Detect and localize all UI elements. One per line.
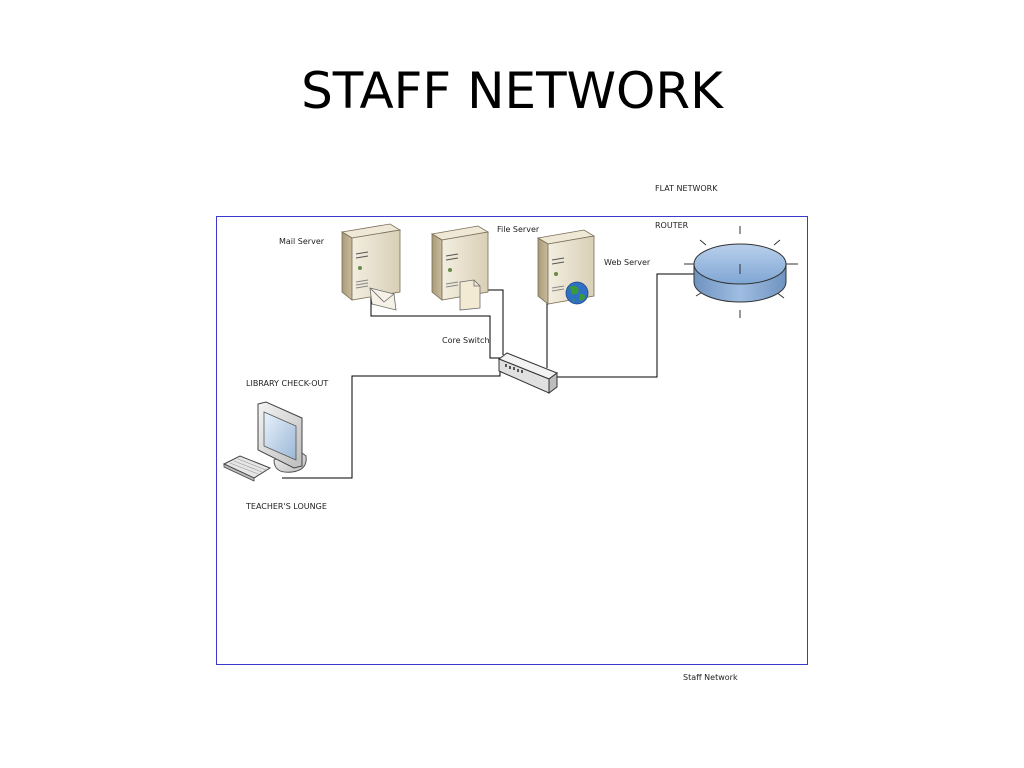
core-switch-label: Core Switch (442, 336, 490, 345)
slide-title: STAFF NETWORK (301, 62, 723, 120)
mail-server-icon (340, 223, 402, 311)
mail-server-label: Mail Server (279, 237, 325, 246)
staff-network-label: Staff Network (683, 673, 738, 682)
library-checkout-label: LIBRARY CHECK-OUT (246, 379, 328, 388)
file-server-icon (430, 225, 490, 311)
desktop-computer-icon (222, 401, 307, 482)
flat-network-label: FLAT NETWORK (655, 184, 718, 193)
envelope-icon (369, 287, 397, 311)
link-mail-server (370, 296, 503, 359)
link-workstation (282, 370, 501, 479)
router-icon (684, 226, 798, 318)
web-server-icon (536, 229, 596, 305)
teachers-lounge-label: TEACHER'S LOUNGE (245, 502, 327, 511)
link-file-server (488, 289, 504, 355)
file-server-label: File Server (497, 225, 540, 234)
document-icon (459, 279, 481, 311)
web-server-label: Web Server (604, 258, 651, 267)
network-switch-icon (497, 352, 559, 394)
globe-icon (565, 281, 589, 305)
staff-network-boundary (216, 216, 808, 665)
router-label: ROUTER (655, 221, 689, 230)
